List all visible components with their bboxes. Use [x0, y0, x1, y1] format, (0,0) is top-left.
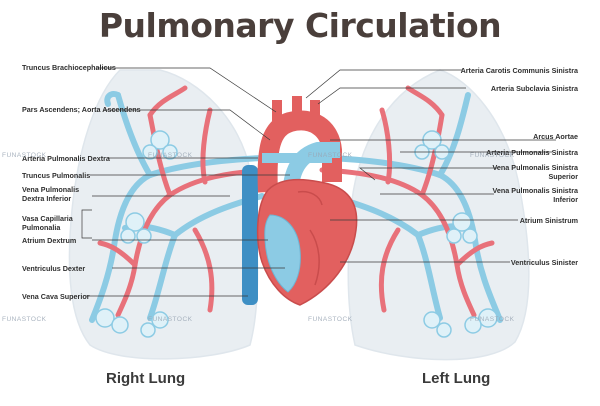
- label-truncus-pulmonalis: Truncus Pulmonalis: [22, 171, 91, 180]
- watermark: FUNASTOCK: [148, 316, 193, 323]
- label-vasa-capillaria: Vasa Capillaria Pulmonalia: [22, 214, 73, 232]
- left-lung-arteries: [319, 85, 495, 318]
- left-lung-label: Left Lung: [422, 370, 491, 387]
- label-ventriculus-dexter: Ventriculus Dexter: [22, 264, 86, 273]
- watermark: FUNASTOCK: [2, 316, 47, 323]
- watermark: FUNASTOCK: [308, 316, 353, 323]
- right-lung-label: Right Lung: [106, 370, 186, 387]
- label-aorta-ascendens: Pars Ascendens; Aorta Ascendens: [22, 105, 141, 114]
- capillary-clusters: [95, 130, 498, 338]
- label-atrium-sinistrum: Atrium Sinistrum: [519, 216, 578, 225]
- watermark: FUNASTOCK: [2, 152, 47, 159]
- label-arteria-subclavia: Arteria Subclavia Sinistra: [490, 84, 578, 93]
- label-atrium-dextrum: Atrium Dextrum: [22, 236, 77, 245]
- watermark: FUNASTOCK: [470, 152, 515, 159]
- right-ventricle: [264, 214, 301, 293]
- label-arteria-carotis: Arteria Carotis Communis Sinistra: [460, 66, 578, 75]
- label-arcus-aortae: Arcus Aortae: [533, 132, 578, 141]
- label-vena-pulmonalis-dextra-inferior: Vena Pulmonalis Dextra Inferior: [22, 185, 80, 203]
- label-ventriculus-sinister: Ventriculus Sinister: [510, 258, 578, 267]
- watermark: FUNASTOCK: [148, 152, 193, 159]
- label-vena-cava-superior: Vena Cava Superior: [22, 292, 90, 301]
- leader-lines: [81, 67, 556, 297]
- watermark: FUNASTOCK: [308, 152, 353, 159]
- label-truncus-brachiocephalicus: Truncus Brachiocephalicus: [22, 63, 116, 72]
- page-title: Pulmonary Circulation: [98, 6, 502, 45]
- watermark: FUNASTOCK: [470, 316, 515, 323]
- label-arteria-pulmonalis-dextra: Arteria Pulmonalis Dextra: [22, 154, 110, 163]
- label-vena-pulmonalis-sinistra-superior: Vena Pulmonalis Sinistra Superior: [492, 163, 578, 181]
- label-vena-pulmonalis-sinistra-inferior: Vena Pulmonalis Sinistra Inferior: [492, 186, 578, 204]
- label-arteria-pulmonalis-sinistra: Arteria Pulmonalis Sinistra: [486, 148, 578, 157]
- vena-cava: [242, 165, 258, 305]
